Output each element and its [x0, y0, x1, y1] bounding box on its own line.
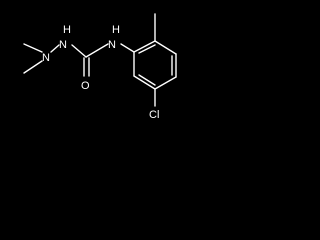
- ring-bond-4: [154, 76, 177, 90]
- atom-labels: N H N O H N Cl: [42, 24, 159, 121]
- atom-label-hydrazine-h: H: [63, 24, 71, 36]
- atom-label-n: N: [42, 52, 50, 64]
- atom-label-chlorine: Cl: [149, 109, 159, 121]
- ring-bond-1: [133, 40, 156, 53]
- canvas-background: [0, 0, 204, 132]
- atom-label-urea-n: N: [108, 39, 116, 51]
- bond-methyl-top-n: [23, 43, 43, 53]
- atom-label-urea-h: H: [112, 24, 120, 36]
- ring-inner-double-3: [138, 74, 156, 86]
- bond-carbonyl-c-urea-nh: [85, 43, 109, 58]
- bond-n-nh: [50, 44, 60, 53]
- bond-nh-carbonyl-c: [71, 44, 87, 58]
- bond-urea-nh-ring: [120, 43, 135, 53]
- bond-methyl-bottom-n: [23, 60, 43, 74]
- bonds: [23, 13, 177, 107]
- atom-label-carbonyl-o: O: [81, 80, 90, 92]
- molecule-structure: N H N O H N Cl: [0, 0, 204, 132]
- ring-bond-2: [154, 40, 177, 55]
- ring-bond-5: [133, 75, 156, 90]
- ring-inner-double-1: [138, 44, 156, 54]
- atom-label-hydrazine-n: N: [59, 39, 67, 51]
